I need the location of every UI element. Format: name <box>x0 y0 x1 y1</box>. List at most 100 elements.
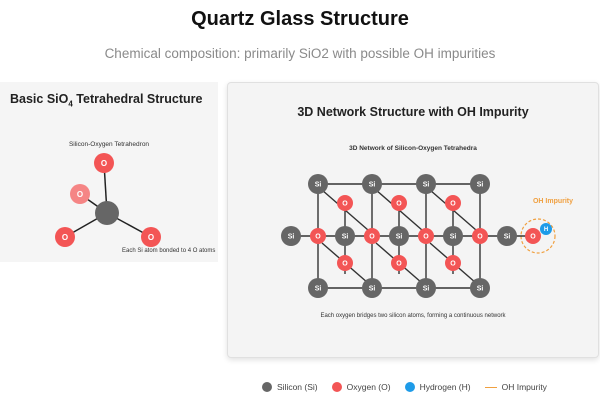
oxygen-atom: O <box>55 227 75 247</box>
oh-impurity-label: OH Impurity <box>533 198 573 205</box>
silicon-atom-label: Si <box>369 182 376 189</box>
oxygen-atom: O <box>472 228 488 244</box>
legend: Silicon (Si) Oxygen (O) Hydrogen (H) OH Imp… <box>262 380 561 394</box>
oxygen-atom: O <box>391 255 407 271</box>
silicon-atom: Si <box>416 278 436 298</box>
silicon-atom: Si <box>308 174 328 194</box>
oxygen-atom-circle <box>364 228 380 244</box>
silicon-atom-label: Si <box>504 234 511 241</box>
heading-prefix: Basic SiO <box>10 92 69 106</box>
oxygen-atom-label: O <box>342 201 348 208</box>
oxygen-atom: O <box>310 228 326 244</box>
oxygen-atom: O <box>337 255 353 271</box>
legend-label: OH Impurity <box>501 382 547 392</box>
silicon-atom-circle <box>335 226 355 246</box>
network-heading: 3D Network Structure with OH Impurity <box>297 105 529 119</box>
silicon-atom: Si <box>470 278 490 298</box>
oxygen-atom: O <box>418 228 434 244</box>
impurity-line-icon <box>484 386 497 388</box>
silicon-atom-label: Si <box>423 182 430 189</box>
silicon-atom-circle <box>470 278 490 298</box>
oxygen-atom-label: O <box>342 261 348 268</box>
silicon-atom-label: Si <box>342 234 349 241</box>
silicon-atom-label: Si <box>288 234 295 241</box>
silicon-atom-circle <box>308 174 328 194</box>
silicon-atom-label: Si <box>315 286 322 293</box>
silicon-atom: Si <box>443 226 463 246</box>
oxygen-atom-circle <box>310 228 326 244</box>
silicon-atom-circle <box>470 174 490 194</box>
silicon-atom-label: Si <box>396 234 403 241</box>
tetrahedron-panel: Basic SiO4 Tetrahedral Structure Silicon… <box>0 82 218 262</box>
oxygen-atom-label: O <box>423 234 429 241</box>
oxygen-atom: O <box>337 195 353 211</box>
silicon-atom-circle <box>443 226 463 246</box>
legend-label: Hydrogen (H) <box>419 382 471 392</box>
legend-item: Hydrogen (H) <box>404 382 471 392</box>
page-title: Quartz Glass Structure <box>191 8 409 30</box>
oxygen-atom-label: O <box>396 201 402 208</box>
oxygen-atom-label: O <box>148 233 154 242</box>
silicon-atom: Si <box>470 174 490 194</box>
hydrogen-atom: H <box>540 223 552 235</box>
oxygen-atom-label: O <box>450 261 456 268</box>
silicon-atom-circle <box>362 174 382 194</box>
silicon-atom: Si <box>308 278 328 298</box>
silicon-atom-circle <box>389 226 409 246</box>
legend-label: Silicon (Si) <box>277 382 318 392</box>
silicon-dot-icon <box>262 382 272 392</box>
heading-suffix: Tetrahedral Structure <box>72 92 203 106</box>
silicon-atom: Si <box>497 226 517 246</box>
silicon-atom: Si <box>362 174 382 194</box>
legend-label: Oxygen (O) <box>346 382 391 392</box>
oxygen-atom-circle <box>391 255 407 271</box>
oxygen-atom: O <box>94 153 114 173</box>
oxygen-atom-label: O <box>530 234 536 241</box>
silicon-atom-label: Si <box>369 286 376 293</box>
silicon-atom: Si <box>281 226 301 246</box>
oxygen-atom-circle <box>472 228 488 244</box>
legend-item: OH Impurity <box>484 382 547 392</box>
oxygen-atom-label: O <box>101 159 107 168</box>
silicon-atom-circle <box>362 278 382 298</box>
silicon-atom-label: Si <box>450 234 457 241</box>
silicon-atom-label: Si <box>315 182 322 189</box>
tetrahedron-title: Silicon-Oxygen Tetrahedron <box>69 141 149 148</box>
oxygen-atom: O <box>445 255 461 271</box>
tetrahedron-caption: Each Si atom bonded to 4 O atoms <box>122 248 215 254</box>
tetrahedron-diagram: Silicon-Oxygen Tetrahedron O O O O Each … <box>55 141 215 254</box>
silicon-atom-circle <box>416 278 436 298</box>
oxygen-atom-label: O <box>477 234 483 241</box>
oxygen-atom-circle <box>445 255 461 271</box>
oxygen-atom: O <box>445 195 461 211</box>
oxygen-atom-label: O <box>315 234 321 241</box>
silicon-atom-circle <box>497 226 517 246</box>
oxygen-atom-circle <box>337 195 353 211</box>
hydrogen-atom-label: H <box>544 227 548 233</box>
silicon-atom-label: Si <box>423 286 430 293</box>
hydrogen-atom-circle <box>540 223 552 235</box>
silicon-atom-circle <box>281 226 301 246</box>
oxygen-atom-circle <box>391 195 407 211</box>
oxygen-atom: O <box>70 184 90 204</box>
oh-impurity-ring <box>520 218 556 254</box>
hydrogen-dot-icon <box>404 382 415 392</box>
oxygen-atom-circle <box>445 195 461 211</box>
oxygen-atom-circle <box>337 255 353 271</box>
oxygen-atom-label: O <box>77 190 83 199</box>
heading-subscript: 4 <box>68 99 73 109</box>
silicon-atom: Si <box>389 226 409 246</box>
oxygen-atom: O <box>391 195 407 211</box>
network-title: 3D Network of Silicon-Oxygen Tetrahedra <box>349 145 477 152</box>
oxygen-atom-label: O <box>450 201 456 208</box>
page-subtitle: Chemical composition: primarily SiO2 wit… <box>104 46 496 61</box>
oxygen-atom-label: O <box>369 234 375 241</box>
network-diagram: 3D Network of Silicon-Oxygen Tetrahedra … <box>281 145 573 319</box>
oxygen-atom: O <box>364 228 380 244</box>
silicon-atom-circle <box>416 174 436 194</box>
silicon-atom-label: Si <box>477 286 484 293</box>
oxygen-atom-label: O <box>62 233 68 242</box>
network-panel: 3D Network Structure with OH Impurity 3D… <box>227 82 599 358</box>
silicon-atom: Si <box>335 226 355 246</box>
